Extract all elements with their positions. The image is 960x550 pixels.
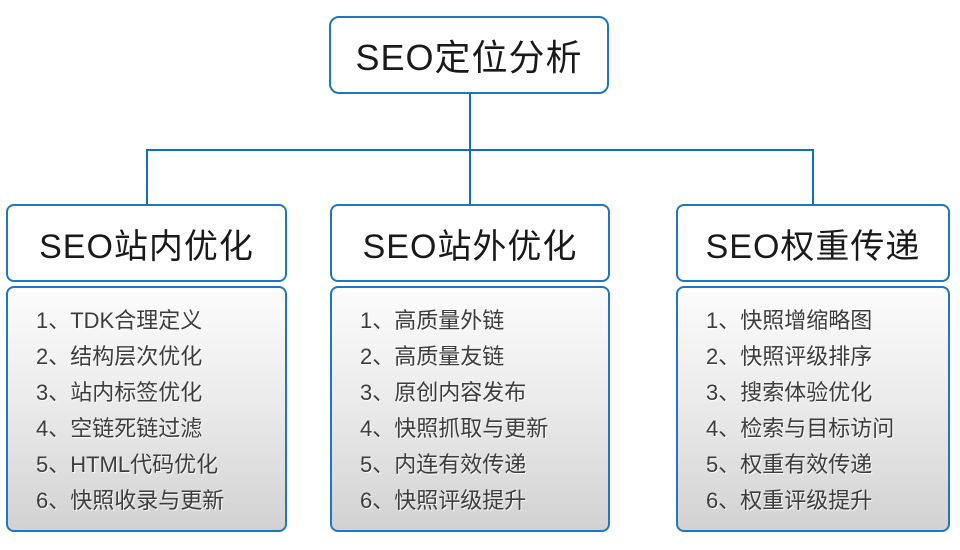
column-weight-transfer: SEO权重传递 1、快照增缩略图 2、快照评级排序 3、搜索体验优化 4、检索与… xyxy=(676,204,950,532)
column-onsite-optimization: SEO站内优化 1、TDK合理定义 2、结构层次优化 3、站内标签优化 4、空链… xyxy=(6,204,287,532)
list-item: 5、HTML代码优化 xyxy=(36,452,219,477)
connector-root-stem xyxy=(469,94,471,151)
list-item: 2、高质量友链 xyxy=(360,344,505,369)
list-item: 6、权重评级提升 xyxy=(706,488,873,513)
connector-left-drop xyxy=(146,149,148,204)
column-offsite-header: SEO站外优化 xyxy=(330,204,610,282)
list-item: 5、权重有效传递 xyxy=(706,452,873,477)
connector-right-drop xyxy=(812,149,814,204)
list-item: 3、原创内容发布 xyxy=(360,380,527,405)
column-offsite-list: 1、高质量外链 2、高质量友链 3、原创内容发布 4、快照抓取与更新 5、内连有… xyxy=(330,286,610,532)
list-item: 1、TDK合理定义 xyxy=(36,308,203,333)
list-item: 3、站内标签优化 xyxy=(36,380,203,405)
list-item: 6、快照收录与更新 xyxy=(36,488,225,513)
column-offsite-optimization: SEO站外优化 1、高质量外链 2、高质量友链 3、原创内容发布 4、快照抓取与… xyxy=(330,204,610,532)
column-weight-header: SEO权重传递 xyxy=(676,204,950,282)
list-item: 2、快照评级排序 xyxy=(706,344,873,369)
column-onsite-header: SEO站内优化 xyxy=(6,204,287,282)
list-item: 4、空链死链过滤 xyxy=(36,416,203,441)
column-onsite-list: 1、TDK合理定义 2、结构层次优化 3、站内标签优化 4、空链死链过滤 5、H… xyxy=(6,286,287,532)
column-weight-list: 1、快照增缩略图 2、快照评级排序 3、搜索体验优化 4、检索与目标访问 5、权… xyxy=(676,286,950,532)
column-onsite-title: SEO站内优化 xyxy=(39,227,254,266)
list-item: 4、检索与目标访问 xyxy=(706,416,895,441)
list-item: 3、搜索体验优化 xyxy=(706,380,873,405)
root-node-title: SEO定位分析 xyxy=(355,37,583,78)
list-item: 2、结构层次优化 xyxy=(36,344,203,369)
connector-horizontal-bar xyxy=(146,149,814,151)
list-item: 4、快照抓取与更新 xyxy=(360,416,549,441)
column-weight-title: SEO权重传递 xyxy=(705,227,921,266)
root-node: SEO定位分析 xyxy=(329,16,609,94)
list-item: 1、高质量外链 xyxy=(360,308,505,333)
column-offsite-title: SEO站外优化 xyxy=(362,227,578,266)
connector-middle-drop xyxy=(469,149,471,204)
list-item: 1、快照增缩略图 xyxy=(706,308,873,333)
list-item: 5、内连有效传递 xyxy=(360,452,527,477)
list-item: 6、快照评级提升 xyxy=(360,488,527,513)
